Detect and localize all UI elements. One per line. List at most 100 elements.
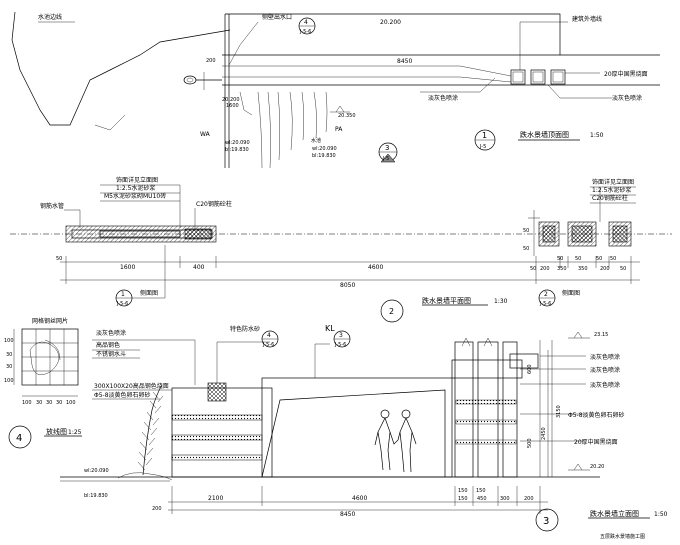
- water-streak: [289, 91, 293, 151]
- section-ref-1-num: 1: [121, 291, 125, 298]
- elev-dim-4: 450: [477, 496, 487, 502]
- plan-column-2: [530, 69, 546, 85]
- wa-label: WA: [200, 131, 211, 138]
- kl-ref-sheet: J-5-6: [334, 342, 346, 348]
- column-2: [477, 341, 499, 478]
- column-tops: [461, 337, 493, 347]
- column-c-core: [612, 225, 628, 243]
- elev-note-right-3: 淡灰色喷涂: [590, 381, 620, 389]
- stone-band-2: [171, 434, 263, 441]
- column-band-2: [455, 419, 517, 425]
- elevation-scale: 1:50: [654, 511, 668, 518]
- person-2-head: [401, 409, 411, 419]
- kl-leader: [314, 343, 330, 378]
- level-marker-mid: [568, 463, 590, 471]
- paint-leader: [420, 77, 496, 93]
- elev-note-left-3: 不锈钢水斗: [96, 350, 126, 358]
- wall-main-block: [261, 377, 453, 478]
- outlet-ref-num: 4: [304, 19, 308, 26]
- column-1: [454, 341, 474, 478]
- note-left-4: C20钢筋砼柱: [196, 200, 232, 208]
- column-band-1: [455, 399, 517, 405]
- elev-dim-3: 150: [458, 488, 468, 494]
- stone-band-3: [171, 454, 263, 461]
- height-500: 500: [527, 438, 533, 448]
- elev-dim-2: 4600: [352, 495, 367, 502]
- column-3: [502, 341, 518, 478]
- wall-left-block: [171, 387, 273, 478]
- grid-dim-2: 30: [36, 400, 42, 406]
- water-streak: [239, 91, 253, 116]
- dim-8450: 8450: [397, 58, 412, 65]
- column-b-core: [571, 225, 593, 243]
- elev-note-right-1: 淡灰色喷涂: [590, 353, 620, 361]
- section-ref-2-sheet: J-5-6: [539, 301, 551, 307]
- elev-dim-total: 8450: [340, 511, 355, 518]
- column-band-3: [455, 439, 517, 445]
- stone-band-1: [171, 414, 263, 421]
- dim-right-2: 200: [540, 266, 550, 272]
- column-cap: [451, 359, 523, 379]
- elev-dim-5: 300: [500, 496, 510, 502]
- wl-b: wl:20.090: [312, 146, 337, 152]
- plan-column-3: [550, 69, 566, 85]
- section-3-sheet: J-5: [382, 156, 389, 162]
- elevation-title-num: 3: [543, 516, 549, 527]
- pa-label: PA: [335, 126, 343, 133]
- section-title: 跌水景墙平面图: [422, 296, 471, 305]
- elev-dim-7: 150: [476, 488, 486, 494]
- grid-dim-4: 30: [56, 400, 62, 406]
- elev-dim-8: 200: [524, 496, 534, 502]
- note-left-2: 1:2.5水泥砂浆: [116, 184, 155, 192]
- grid-pattern-2: [44, 339, 61, 361]
- bl-b: bl:19.830: [312, 153, 336, 159]
- section-3-arrow: [380, 153, 396, 163]
- plant-leaves: [137, 391, 164, 471]
- dim-right-3: 350: [557, 266, 567, 272]
- pipe-label: 钢筋水管: [40, 202, 64, 210]
- dim-left-1: 1600: [120, 264, 135, 271]
- feature-tile: [207, 382, 227, 402]
- detail-4-title-num: 4: [16, 433, 22, 444]
- side-right-a: 50: [523, 228, 529, 234]
- pipe-leader: [64, 209, 81, 228]
- person-1-body: [374, 417, 399, 471]
- elevation: 淡灰色喷涂 高品钢色 不锈钢水斗 300X100X20高品钢色烧面 Φ5-8淡黄…: [60, 324, 668, 540]
- plan-view: 水池边线 侧壁出水口 4 J-5-6 20.200 建筑外墙线 8450 20厚…: [11, 11, 660, 169]
- left-notes-leader: [100, 184, 181, 228]
- water-streak: [277, 91, 280, 161]
- exterior-leader: [519, 21, 568, 70]
- feature-ref-num: 4: [267, 332, 271, 339]
- level-top: 20.200: [380, 19, 401, 26]
- section-plan: 饰面详见立面图 1:2.5水泥砂浆 M5水泥砂浆砌MU10砖 C20钢筋砼柱 钢…: [10, 176, 672, 323]
- wall-strip-core: [71, 229, 213, 239]
- nozzle-inner: [186, 77, 194, 83]
- plan-column-1-inner: [512, 71, 524, 83]
- section-scale: 1:30: [494, 298, 508, 305]
- elev-note-left-4: 300X100X20高品钢色烧面: [94, 382, 169, 390]
- kl-label: KL: [325, 324, 335, 333]
- wall-main-face: [261, 389, 446, 478]
- elevation-left-leaders: [92, 339, 196, 400]
- level-marker-top: [568, 331, 590, 339]
- pool-label: 水池: [311, 137, 321, 144]
- plan-column-ties: [459, 65, 512, 83]
- grid-dim-1: 100: [22, 400, 32, 406]
- plan-title-sheet: J-5: [479, 144, 486, 150]
- paint-label-2: 淡灰色喷涂: [612, 94, 642, 102]
- grid-side-4: 100: [4, 378, 14, 384]
- water-streak: [301, 91, 304, 141]
- plan-column-1: [510, 69, 526, 85]
- height-3150: 3150: [556, 405, 562, 418]
- grid-dim-5: 100: [66, 400, 76, 406]
- column-a-core: [542, 225, 556, 243]
- dim-200: 200: [206, 58, 216, 64]
- grid-label: 网格钢丝网片: [32, 317, 68, 325]
- level-top: 23.15: [594, 332, 608, 338]
- nozzle-icon: [183, 75, 197, 85]
- plan-column-2-inner: [532, 71, 544, 83]
- dim-vert-right: [528, 210, 540, 256]
- dim-right-5: 200: [600, 266, 610, 272]
- elevation-dim-ticks: [171, 486, 541, 514]
- dim-right-1: 50: [530, 266, 536, 272]
